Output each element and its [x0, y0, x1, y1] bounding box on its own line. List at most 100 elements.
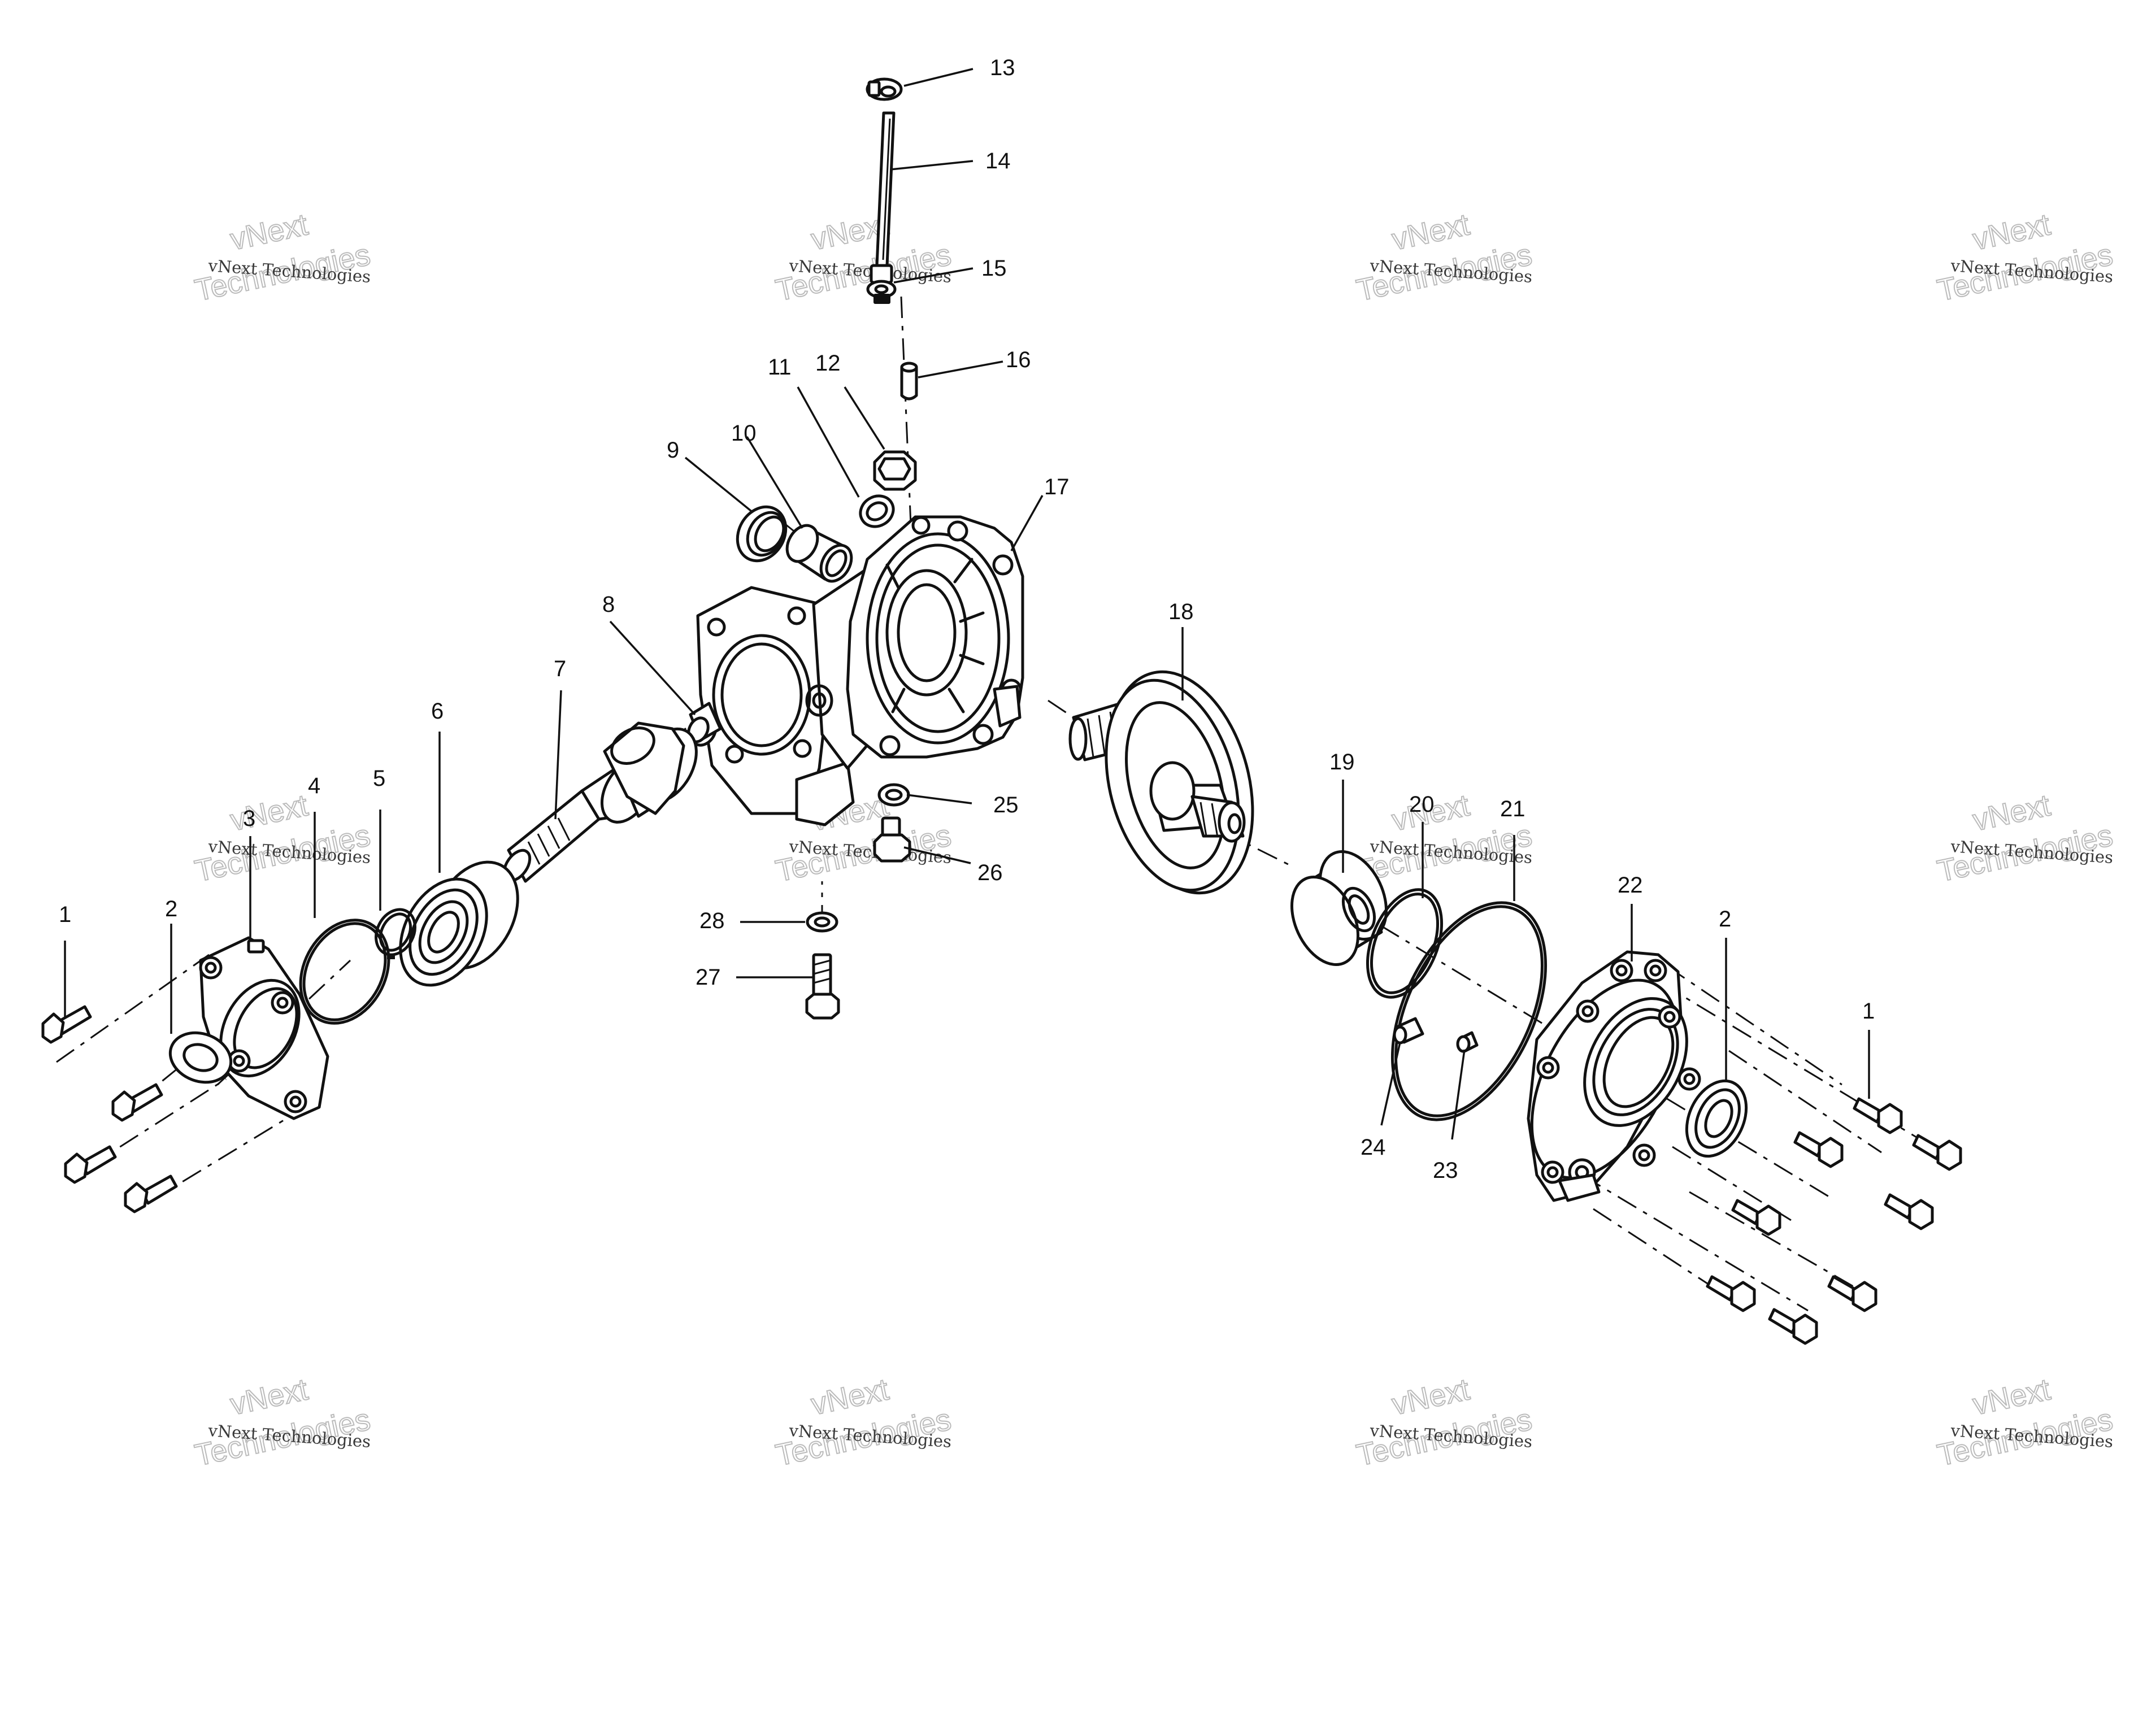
- callout-14: 14: [985, 149, 1011, 173]
- part-7-pinion-shaft: [502, 721, 698, 883]
- part-1-bolts-right: [1706, 1097, 1962, 1345]
- leader-line: [746, 436, 803, 529]
- callout-19: 19: [1329, 750, 1355, 775]
- callout-12: 12: [815, 351, 841, 376]
- callout-labels: 13 14 15 16 12 11 10 9 17 8 7 6 5 4 3 2 …: [59, 55, 1875, 1183]
- part-16-dowel-pin: [900, 362, 918, 401]
- callout-13: 13: [990, 55, 1015, 80]
- bolt: [111, 1083, 163, 1122]
- leader-line: [903, 68, 973, 87]
- watermark-text: vNext: [227, 207, 311, 256]
- bolt: [1884, 1193, 1934, 1230]
- watermark: vNext Technologies: [1353, 207, 1536, 308]
- watermark-text: vNext: [808, 1372, 892, 1421]
- part-24-dowel-pin: [1393, 1017, 1424, 1045]
- part-10-bushing: [785, 524, 853, 583]
- center-line: [1728, 1050, 1882, 1154]
- center-line: [1689, 1191, 1876, 1300]
- leader-line: [554, 690, 562, 820]
- bolt: [41, 1005, 92, 1044]
- leader-line: [906, 794, 972, 804]
- watermark: vNext Technologies: [192, 787, 374, 889]
- callout-9: 9: [667, 438, 679, 463]
- watermark-text: vNext: [1970, 1372, 2053, 1421]
- bolt: [64, 1145, 117, 1184]
- callout-1: 1: [59, 902, 71, 927]
- leader-line: [609, 620, 696, 716]
- watermark: vNext Technologies: [772, 1372, 955, 1473]
- leader-line: [1451, 1049, 1466, 1140]
- callout-11: 11: [768, 355, 792, 380]
- part-22-right-cover: [1527, 950, 1701, 1202]
- bolt: [1912, 1134, 1962, 1171]
- watermark: vNext Technologies: [1934, 1372, 2116, 1473]
- watermark-text: vNext: [1389, 1372, 1472, 1421]
- bolt: [1731, 1199, 1781, 1236]
- bolt: [124, 1174, 178, 1213]
- callout-15: 15: [981, 256, 1007, 281]
- callout-17: 17: [1044, 475, 1070, 499]
- part-26-drain-plug: [873, 816, 911, 863]
- callout-1-right: 1: [1862, 999, 1875, 1024]
- callout-26: 26: [977, 860, 1003, 885]
- part-2-right-seal: [1685, 1079, 1748, 1158]
- watermark-text: vNext: [227, 788, 311, 837]
- part-1-bolts-left: [41, 1005, 178, 1213]
- part-3-left-cover: [199, 936, 329, 1120]
- watermark-text: vNext: [1970, 207, 2053, 256]
- part-2-left-seal: [168, 1031, 233, 1084]
- callout-4: 4: [308, 773, 320, 798]
- center-line: [84, 1078, 227, 1171]
- bolt: [1706, 1275, 1756, 1312]
- leader-line: [1010, 495, 1044, 551]
- callout-28: 28: [699, 908, 725, 933]
- watermark: vNext Technologies: [192, 207, 374, 308]
- leader-line: [918, 360, 1003, 378]
- part-25-washer: [877, 783, 910, 807]
- watermark: vNext Technologies: [192, 1372, 374, 1473]
- leader-line: [797, 386, 860, 498]
- callout-2: 2: [165, 897, 177, 921]
- center-line: [1666, 965, 1842, 1086]
- part-12-plug: [873, 450, 917, 491]
- callout-21: 21: [1500, 797, 1525, 821]
- callout-20: 20: [1409, 792, 1435, 817]
- spline-marks: [527, 817, 571, 865]
- part-17-gear-housing: [688, 515, 1024, 826]
- callout-18: 18: [1168, 599, 1194, 624]
- part-23-dowel-pin: [1456, 1031, 1479, 1053]
- callout-27: 27: [696, 965, 721, 990]
- bolt: [1827, 1275, 1877, 1312]
- callout-3: 3: [243, 806, 255, 831]
- watermark: vNext Technologies: [772, 207, 955, 308]
- part-15-fitting: [866, 264, 897, 304]
- part-11-washer: [859, 494, 895, 528]
- watermark-text: vNext: [227, 1372, 311, 1421]
- watermark: vNext Technologies: [1934, 787, 2116, 889]
- leader-line: [844, 386, 885, 450]
- bolt: [1793, 1131, 1844, 1168]
- center-line: [1581, 1174, 1809, 1312]
- callout-23: 23: [1433, 1158, 1458, 1183]
- callout-22: 22: [1618, 873, 1643, 898]
- bolt: [1768, 1308, 1818, 1345]
- callout-25: 25: [993, 793, 1019, 817]
- watermark: vNext Technologies: [1353, 1372, 1536, 1473]
- leader-line: [1380, 1042, 1401, 1126]
- part-6-bearing: [399, 860, 519, 987]
- callout-10: 10: [731, 421, 757, 446]
- callout-2-right: 2: [1719, 907, 1731, 932]
- part-27-bolt: [805, 953, 840, 1020]
- leader-line: [893, 267, 973, 284]
- part-28-washer: [806, 911, 838, 933]
- watermark-text: vNext: [1389, 207, 1472, 256]
- callout-24: 24: [1361, 1135, 1386, 1160]
- callout-16: 16: [1006, 347, 1031, 372]
- part-8-bushing: [687, 702, 722, 743]
- part-19-bearing: [1290, 850, 1388, 966]
- leader-line: [890, 160, 973, 171]
- leader-line: [684, 456, 753, 512]
- part-13-clamp: [866, 77, 903, 101]
- bolt: [1853, 1097, 1903, 1134]
